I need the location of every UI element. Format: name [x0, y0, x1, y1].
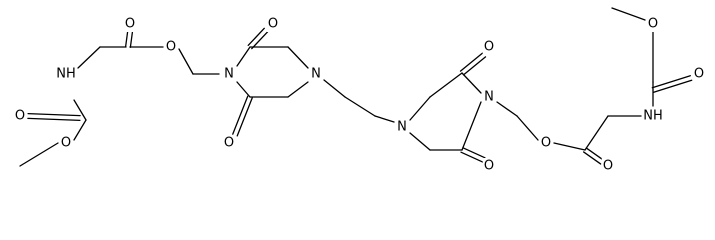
bond-c-o-carbonyl-right [585, 147, 605, 161]
bond-c-o-top-left [129, 31, 134, 48]
atom-label-background [482, 39, 496, 55]
atom-label-o-carbamate-left: O [15, 109, 25, 124]
atom-label-o-ester-left: O [166, 40, 176, 55]
bond-c-o-carbonyl-right [582, 151, 602, 165]
bond-lines [19, 7, 693, 167]
atom-label-o-ring-right-bottom: O [484, 159, 494, 174]
ring-left-f [236, 81, 251, 98]
atom-label-o-carbamate-right: O [694, 67, 704, 82]
atom-label-n-imide-left: N [224, 67, 234, 82]
bridge-a [323, 79, 346, 98]
bond-c-o-carbamate-right [651, 75, 691, 89]
atom-label-o-methoxy-left: O [61, 136, 71, 151]
bond-c-o-carbamate-right [653, 79, 693, 93]
ring-left-co-top [247, 27, 265, 47]
atom-label-background [55, 66, 77, 82]
bond-omethoxy-methyl-right [611, 7, 646, 21]
atom-label-background [123, 16, 137, 32]
bridge-c [374, 115, 395, 123]
bond-ch2-oester-right [516, 115, 539, 141]
bridge-b [344, 96, 376, 117]
atom-label-background [482, 89, 496, 105]
ring-right-b [429, 72, 463, 98]
atom-label-background [266, 16, 280, 32]
ring-right-co-bottom [462, 147, 486, 159]
atom-label-background [309, 66, 323, 82]
bond-methyl-o-left [19, 142, 59, 167]
atom-label-nh-left: NH [56, 67, 76, 82]
atom-label-background [642, 108, 664, 124]
bond-c-o-top-left [124, 31, 129, 48]
ring-left-d [287, 81, 309, 98]
ring-right-co-bottom [460, 151, 484, 163]
atom-label-background [601, 158, 615, 174]
ring-right-co-top [459, 52, 484, 72]
atom-label-background [222, 135, 236, 151]
atom-label-background [395, 119, 409, 135]
atom-label-background [164, 39, 178, 55]
bond-oester-c-right [553, 142, 586, 151]
ring-left-a [236, 46, 251, 67]
bond-c-nh-left [73, 99, 87, 121]
atom-label-o-carbonyl-right: O [603, 159, 613, 174]
ring-right-d [461, 101, 482, 151]
bond-oester-ch2-left [178, 48, 194, 75]
atom-label-background [646, 16, 660, 32]
bond-o-c-left [73, 119, 87, 141]
ring-right-co-top [462, 56, 487, 76]
atom-label-n-amine-right: N [397, 120, 407, 135]
bond-c-o-carbamate-left [27, 117, 81, 122]
ring-left-co-top [251, 30, 269, 50]
atom-label-o-ring-right-top: O [484, 40, 494, 55]
atom-label-o-methoxy-right: O [648, 17, 658, 32]
atom-label-background [13, 108, 27, 124]
chemical-structure-diagram: O O NH O O N O O N N O O N O O NH O O [13, 7, 706, 174]
atom-label-o-ring-left-top: O [268, 17, 278, 32]
atom-label-background [482, 158, 496, 174]
atom-labels: O O NH O O N O O N N O O N O O NH O O [13, 16, 706, 174]
ring-left-co-bottom [236, 97, 253, 137]
bond-c-o-carbamate-left [27, 112, 81, 117]
atom-label-n-imide-right: N [484, 90, 494, 105]
atom-label-background [59, 135, 73, 151]
atom-label-o-top-left: O [125, 17, 135, 32]
atom-label-n-amine-left: N [311, 67, 321, 82]
atom-label-background [222, 66, 236, 82]
atom-label-background [692, 66, 706, 82]
ring-right-f [409, 132, 431, 151]
bond-nh-ch2-left [77, 46, 101, 69]
atom-label-o-ring-left-bottom: O [224, 136, 234, 151]
atom-label-o-ester-right: O [541, 136, 551, 151]
atom-label-background [539, 135, 553, 151]
ring-right-c [461, 72, 482, 94]
bond-n-ch2-right [496, 101, 518, 117]
atom-label-nh-right: NH [643, 109, 663, 124]
bond-c-ch2-right [584, 115, 609, 151]
ring-left-co-bottom [232, 95, 249, 135]
ring-right-a [409, 96, 431, 121]
ring-left-c [287, 46, 309, 69]
